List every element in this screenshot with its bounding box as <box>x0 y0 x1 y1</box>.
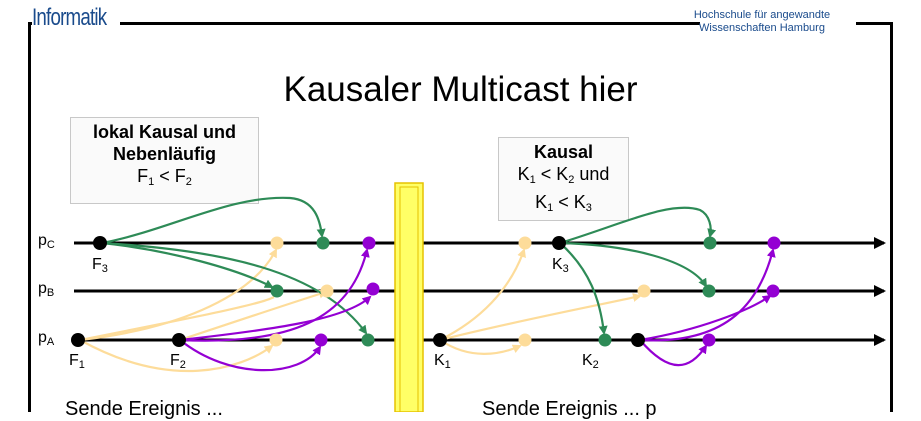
causal-diagram <box>71 182 886 412</box>
green-dot-b-left <box>270 284 284 298</box>
green-arrow-k3-b <box>559 241 708 288</box>
left-note-box: lokal Kausal und Nebenläufig F1 < F2 <box>70 117 259 204</box>
event-label-f1: F1 <box>69 352 85 371</box>
purple-dot-b-left <box>366 282 380 296</box>
green-arrow-f3-c <box>101 196 326 245</box>
right-note-line-2: K1 < K2 und <box>517 164 610 186</box>
peach-dot-c-right <box>518 236 532 250</box>
process-label-c: pC <box>38 232 55 251</box>
event-k1-dot <box>433 333 447 347</box>
peach-arrow-f2-b <box>179 289 328 342</box>
peach-dot-a-right <box>518 333 532 347</box>
green-dot-a-left <box>361 333 375 347</box>
purple-dot-a-right <box>702 333 716 347</box>
purple-arrows-right <box>639 248 776 367</box>
green-arrow-k3-c <box>559 206 717 245</box>
school-name: Hochschule für angewandte Wissenschaften… <box>667 9 857 35</box>
purple-arrow-f2-c <box>179 248 370 342</box>
purple-dot-b-right <box>766 284 780 298</box>
purple-arrow-f2-a <box>179 339 322 372</box>
slide-title: Kausaler Multicast hier <box>283 70 638 109</box>
purple-dot-c-right <box>767 236 781 250</box>
peach-dot-b-right <box>637 284 651 298</box>
event-label-k1: K1 <box>434 352 451 371</box>
purple-arrow-k-a <box>639 339 708 367</box>
frame-left <box>28 22 31 412</box>
event-label-f2: F2 <box>170 352 186 371</box>
purple-arrow-k-b <box>639 294 772 342</box>
peach-dot-c-left <box>270 236 284 250</box>
peach-arrow-f1-a <box>79 339 274 373</box>
process-label-a: pA <box>38 329 55 348</box>
event-f1-dot <box>71 333 85 347</box>
peach-dot-b-left <box>320 284 334 298</box>
footer-text-left: Sende Ereignis ... <box>65 398 223 420</box>
green-dot-a-right <box>598 333 612 347</box>
frame-top-right <box>856 22 893 25</box>
purple-dot-a-left <box>314 333 328 347</box>
peach-arrow-k1-a <box>439 339 522 355</box>
peach-arrow-f1-b <box>79 296 275 342</box>
peach-arrow-k1-c <box>439 248 526 341</box>
left-note-line-2: Nebenläufig <box>112 144 216 164</box>
green-dot-c-left <box>316 236 330 250</box>
peach-arrow-k1-b <box>439 293 642 342</box>
brand-logo: Informatik <box>32 4 107 31</box>
purple-arrow-f2-b <box>179 295 372 342</box>
green-arrows-right <box>559 206 717 335</box>
event-label-k2: K2 <box>582 352 599 371</box>
frame-top-mid <box>120 22 700 25</box>
peach-dot-a-left <box>269 333 283 347</box>
purple-arrows-left <box>179 248 372 372</box>
event-label-k3: K3 <box>552 256 569 275</box>
right-note-line-1: Kausal <box>533 142 594 162</box>
left-note-line-3: F1 < F2 <box>137 166 192 188</box>
event-f3-dot <box>93 236 107 250</box>
green-arrow-k3-a <box>559 242 608 335</box>
event-k3-dot <box>552 236 566 250</box>
green-dot-c-right <box>703 236 717 250</box>
purple-dot-c-left <box>362 236 376 250</box>
green-dot-b-right <box>702 284 716 298</box>
barrier-inner <box>399 186 419 412</box>
event-label-f3: F3 <box>92 256 108 275</box>
peach-arrows-left <box>79 248 328 373</box>
green-arrow-f3-b <box>101 241 274 288</box>
left-note-line-1: lokal Kausal und <box>92 122 237 142</box>
barrier <box>394 182 424 412</box>
right-note-box: Kausal K1 < K2 und K1 < K3 <box>498 137 629 221</box>
school-line-2: Wissenschaften Hamburg <box>699 22 825 34</box>
footer-text-right: Sende Ereignis ... p <box>482 398 657 420</box>
right-note-line-3: K1 < K3 <box>535 192 592 214</box>
event-k2-follow-dot <box>631 333 645 347</box>
peach-arrows-right <box>439 248 642 355</box>
event-f2-dot <box>172 333 186 347</box>
school-line-1: Hochschule für angewandte <box>693 9 831 21</box>
frame-right <box>890 22 893 412</box>
process-label-b: pB <box>38 280 55 299</box>
purple-arrow-k-c <box>639 248 776 342</box>
